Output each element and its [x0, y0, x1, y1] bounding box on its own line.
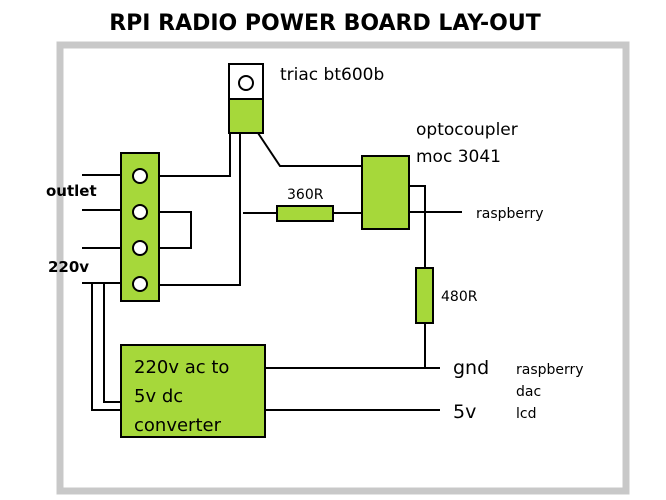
wires: [82, 132, 462, 411]
device-lcd-label: lcd: [516, 406, 536, 422]
mains-label: 220v: [48, 258, 89, 276]
converter-label-line2: 5v dc: [134, 386, 183, 407]
raspberry-signal-label: raspberry: [476, 206, 544, 222]
wire-terminal1-triac: [157, 133, 231, 177]
page-title: RPI RADIO POWER BOARD LAY-OUT: [109, 11, 541, 36]
terminal-3: [132, 240, 148, 256]
wire-opto-480r: [409, 185, 426, 268]
device-dac-label: dac: [516, 384, 541, 400]
converter-component: [120, 344, 266, 438]
wire-mains-converter-1: [91, 283, 121, 411]
resistor-480r: [415, 267, 434, 324]
converter-label-line1: 220v ac to: [134, 357, 229, 378]
terminal-4: [132, 276, 148, 292]
gnd-label: gnd: [453, 357, 489, 379]
board-outline: [56, 41, 630, 495]
optocoupler-part-label: moc 3041: [416, 147, 501, 167]
resistor-360r-label: 360R: [287, 187, 324, 203]
wire-terminal4-triac: [157, 133, 241, 286]
device-raspberry-label: raspberry: [516, 362, 584, 378]
wire-mains-converter-2: [103, 283, 121, 403]
resistor-360r: [276, 205, 334, 222]
resistor-480r-label: 480R: [441, 289, 478, 305]
terminal-2: [132, 204, 148, 220]
five-v-label: 5v: [453, 401, 476, 423]
optocoupler-component: [361, 155, 410, 230]
wire-triac-opto: [257, 132, 362, 167]
triac-mounting-hole: [238, 75, 254, 91]
triac-label: triac bt600b: [280, 65, 384, 85]
outlet-label: outlet: [46, 182, 97, 200]
converter-label-line3: converter: [134, 415, 222, 436]
terminal-block: [120, 152, 160, 302]
optocoupler-label: optocoupler: [416, 120, 518, 140]
jumper-loop: [157, 211, 192, 249]
triac-component: [228, 63, 264, 134]
terminal-1: [132, 168, 148, 184]
